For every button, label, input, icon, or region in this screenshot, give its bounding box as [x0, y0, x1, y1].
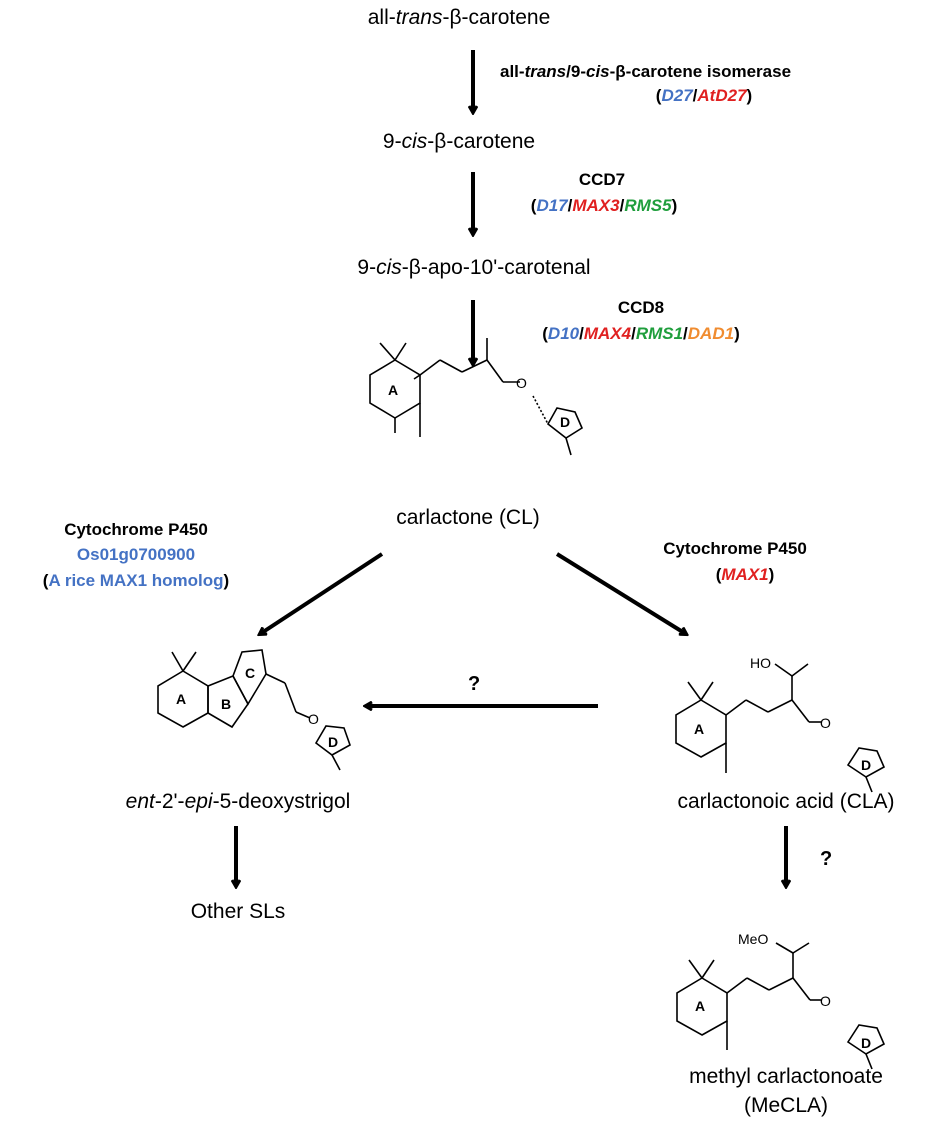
gene-max1: MAX1: [721, 565, 769, 584]
gene-atd27: AtD27: [697, 86, 747, 105]
gene-rms5: RMS5: [624, 196, 672, 215]
ring-label-d: D: [560, 414, 570, 430]
gene-max4: MAX4: [583, 324, 632, 343]
atom-ho: HO: [750, 655, 771, 671]
enzyme-p450-right-name: Cytochrome P450: [663, 539, 807, 558]
gene-dad1: DAD1: [687, 324, 735, 343]
arrow-cl-to-eds: [260, 552, 384, 634]
enzyme-ccd7-genes: (D17/MAX3/RMS5): [530, 196, 678, 215]
gene-d10: D10: [547, 324, 580, 343]
enzyme-ccd7-name: CCD7: [578, 170, 626, 189]
compound-carlactone: carlactone (CL): [396, 506, 540, 529]
carlactonoic-acid-structure: [675, 663, 886, 793]
question-mark-cla-to-eds: ?: [468, 673, 481, 695]
ring-label-d: D: [861, 1035, 871, 1051]
ring-label-a: A: [694, 721, 704, 737]
compound-ent-2-epi-5-deoxystrigol: ent-2'-epi-5-deoxystrigol: [125, 790, 351, 813]
compound-9-cis-beta-carotene: 9-cis-β-carotene: [382, 130, 536, 153]
methyl-carlactonoate-structure: [676, 942, 886, 1070]
gene-max3: MAX3: [572, 196, 620, 215]
compound-other-sls: Other SLs: [190, 900, 286, 923]
enzyme-ccd8-name: CCD8: [617, 298, 665, 317]
arrow-cl-to-cla: [555, 552, 686, 634]
atom-o: O: [820, 715, 831, 731]
deoxystrigol-structure: [157, 649, 351, 771]
atom-o: O: [516, 375, 527, 391]
compound-9-cis-beta-apo-10-carotenal: 9-cis-β-apo-10'-carotenal: [357, 256, 591, 279]
enzyme-p450-right-gene: (MAX1): [715, 565, 775, 584]
compound-all-trans-beta-carotene: all-trans-β-carotene: [367, 6, 551, 29]
compound-mecla-abbrev: (MeCLA): [743, 1094, 829, 1117]
enzyme-isomerase-genes: (D27/AtD27): [655, 86, 753, 105]
atom-o: O: [308, 711, 319, 727]
ring-label-a: A: [176, 691, 186, 707]
ring-label-b: B: [221, 696, 231, 712]
question-mark-cla-to-mecla: ?: [820, 848, 833, 870]
gene-d17: D17: [536, 196, 568, 215]
enzyme-p450-left-gene: Os01g0700900: [76, 545, 196, 564]
ring-label-c: C: [245, 665, 255, 681]
enzyme-p450-left-note: (A rice MAX1 homolog): [42, 571, 230, 590]
atom-meo: MeO: [738, 931, 768, 947]
enzyme-ccd8-genes: (D10/MAX4/RMS1/DAD1): [542, 324, 740, 343]
ring-label-d: D: [328, 734, 338, 750]
enzyme-isomerase-label: all-trans/9-cis-β-carotene isomerase: [500, 62, 792, 81]
enzyme-p450-left-name: Cytochrome P450: [64, 520, 208, 539]
compound-methyl-carlactonoate: methyl carlactonoate: [689, 1065, 883, 1088]
gene-rms1: RMS1: [635, 324, 684, 343]
compound-carlactonoic-acid: carlactonoic acid (CLA): [677, 790, 895, 813]
gene-d27: D27: [661, 86, 693, 105]
ring-label-a: A: [388, 382, 398, 398]
ring-label-a: A: [695, 998, 705, 1014]
carlactone-structure: [369, 338, 584, 456]
atom-o: O: [820, 993, 831, 1009]
ring-label-d: D: [861, 757, 871, 773]
